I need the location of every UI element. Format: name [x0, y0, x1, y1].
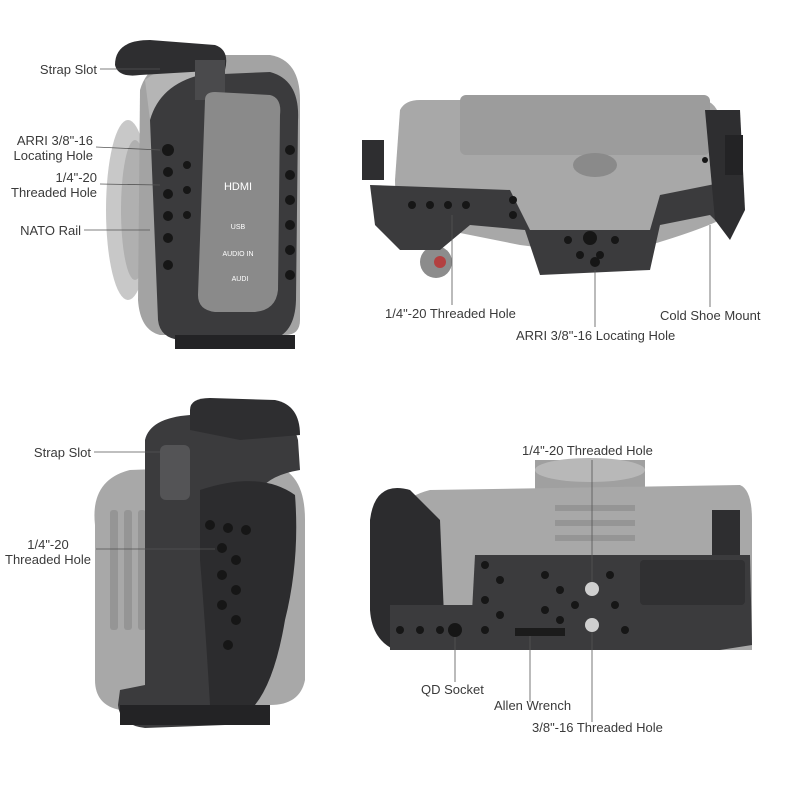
side-view-leaders — [84, 68, 161, 231]
allen-wrench — [515, 628, 565, 636]
grip-view-panel — [94, 398, 305, 728]
camera-vents — [110, 510, 146, 630]
side-arri-locating-label: ARRI 3/8"-16 Locating Hole — [13, 133, 94, 163]
side-threaded-hole-label: 1/4"-20 Threaded Hole — [11, 170, 97, 200]
usb-port-label: USB — [231, 224, 246, 231]
bottom-view-panel — [370, 458, 752, 722]
side-holes — [162, 144, 295, 280]
top-holes — [408, 157, 708, 267]
grip-strap-slot — [190, 398, 300, 440]
side-strap-slot-label: Strap Slot — [39, 62, 97, 77]
bottom-threaded-hole-label: 1/4"-20 Threaded Hole — [522, 443, 653, 458]
grip-threaded-hole-label: 1/4"-20 Threaded Hole — [5, 537, 91, 567]
top-cage-frame — [370, 180, 735, 275]
handgrip — [200, 481, 297, 705]
grip-holes — [205, 520, 251, 650]
top-view-panel — [362, 95, 745, 327]
grip-view-leaders — [94, 451, 215, 550]
nato-rail-label: NATO Rail — [20, 223, 81, 238]
port-panel — [198, 92, 281, 312]
three-eighths-threaded-hole-label: 3/8"-16 Threaded Hole — [532, 720, 663, 735]
top-view-leaders — [451, 215, 711, 327]
top-threaded-hole-label: 1/4"-20 Threaded Hole — [385, 306, 516, 321]
audio-port-label: AUDI — [232, 276, 249, 283]
hdmi-port-label: HDMI — [224, 181, 252, 193]
bottom-view-leaders — [454, 460, 593, 722]
allen-wrench-label: Allen Wrench — [494, 698, 572, 713]
top-arri-locating-label: ARRI 3/8"-16 Locating Hole — [516, 328, 676, 343]
qd-socket-label: QD Socket — [421, 682, 484, 697]
quarter-inch-screw — [585, 582, 599, 596]
bottom-holes — [396, 561, 629, 637]
cold-shoe-mount-label: Cold Shoe Mount — [660, 308, 761, 323]
grip-strap-slot-label: Strap Slot — [33, 445, 91, 460]
audio-in-port-label: AUDIO IN — [222, 251, 253, 258]
three-eighths-screw — [585, 618, 599, 632]
side-view-panel: HDMI USB AUDIO IN AUDI — [84, 40, 300, 349]
